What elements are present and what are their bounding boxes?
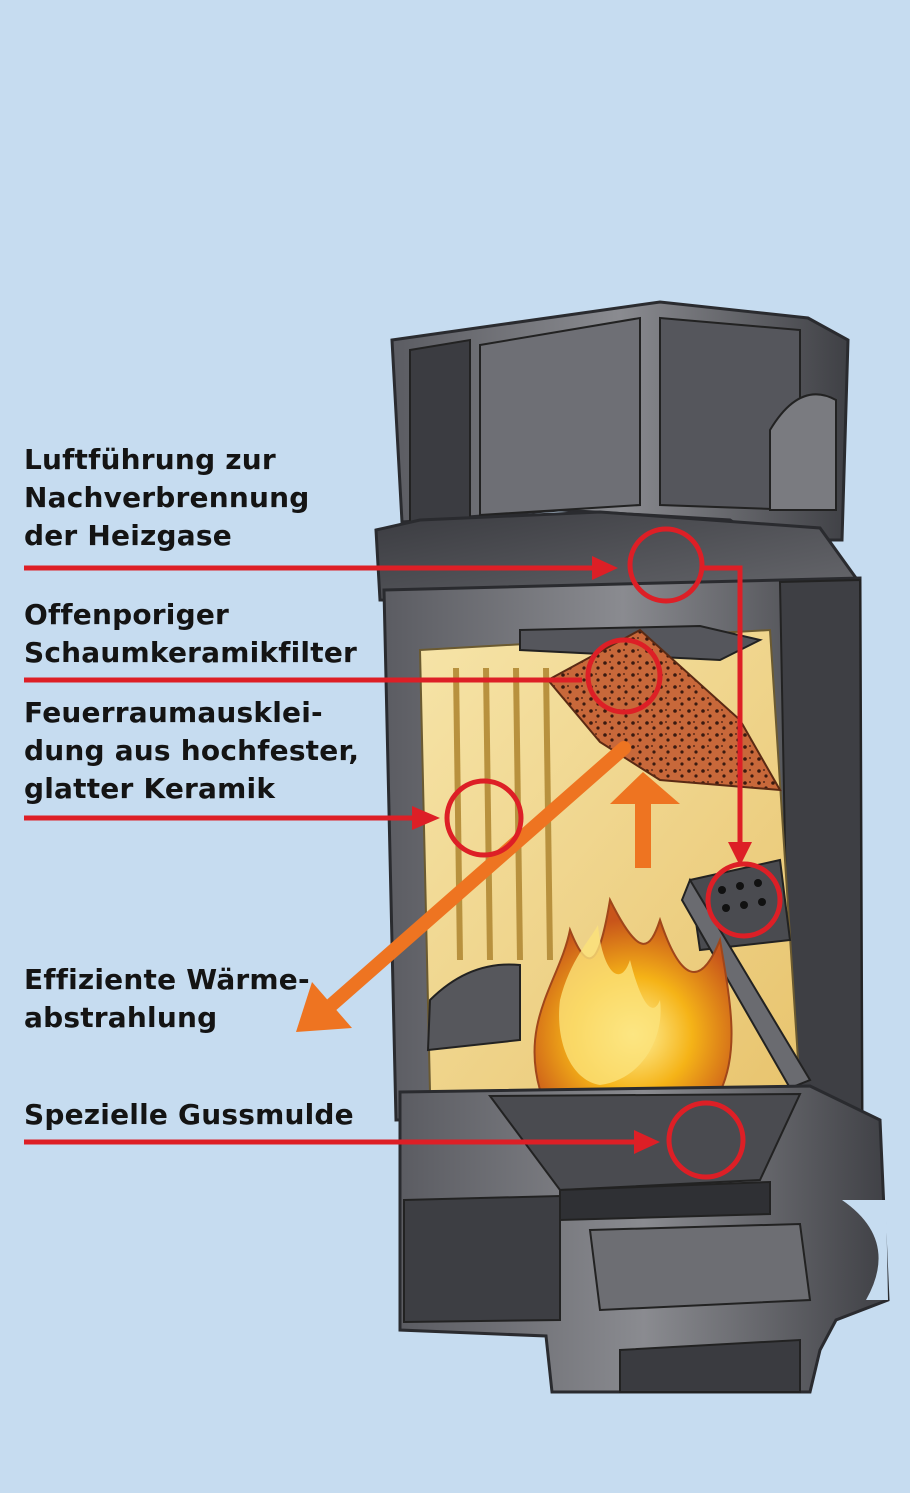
updraft-arrow-head: [610, 772, 680, 804]
air-duct-path: [702, 565, 743, 848]
callout-circle-schaumkeramikfilter: [585, 637, 663, 715]
label-luftfuehrung: Luftführung zur Nachverbrennung der Heiz…: [24, 443, 310, 552]
callout-circle-air-outlet: [705, 861, 783, 939]
label-feuerraumauskleidung: Feuerraumausklei- dung aus hochfester, g…: [24, 696, 360, 805]
callouts: [24, 526, 783, 1180]
label-waermeabstrahlung: Effiziente Wärme- abstrahlung: [24, 963, 310, 1034]
stove-body: [374, 300, 890, 1394]
radiation-arrow-head: [296, 982, 352, 1032]
updraft-arrow-shaft: [635, 800, 651, 868]
label-gussmulde: Spezielle Gussmulde: [24, 1098, 354, 1131]
heat-arrows: [296, 741, 680, 1032]
radiation-arrow-shaft: [321, 741, 631, 1015]
callout-circle-gussmulde: [666, 1100, 746, 1180]
callout-circle-feuerraumauskleidung: [444, 778, 524, 858]
callout-circle-luftfuehrung: [627, 526, 705, 604]
label-schaumkeramikfilter: Offenporiger Schaumkeramikfilter: [24, 598, 358, 669]
